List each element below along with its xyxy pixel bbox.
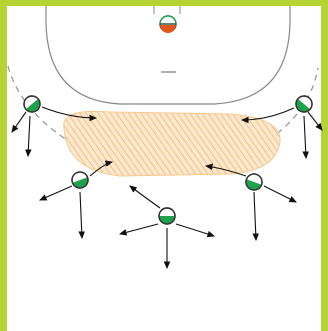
player-center-back-green-half	[159, 216, 175, 224]
arrow-left-back-in	[89, 160, 114, 177]
player-center-back-outline	[158, 207, 176, 225]
arrow-left-back-out	[38, 185, 73, 201]
player-right-wing-green-half	[296, 98, 311, 112]
player-left-back-icon	[71, 171, 89, 189]
player-goalkeeper-icon	[159, 15, 177, 33]
goal-area-arc	[45, 6, 291, 105]
arrow-right-wing-down	[302, 115, 309, 160]
frame-left	[0, 0, 7, 331]
arrow-center-back-right	[175, 223, 216, 238]
defense-zone	[63, 110, 281, 177]
player-right-back-green-half	[246, 179, 262, 190]
players-layer	[23, 15, 313, 225]
player-left-back-green-half	[72, 177, 88, 188]
player-left-wing-green-half	[25, 98, 40, 112]
goalkeeper-bottom-half	[160, 25, 176, 33]
arrow-left-wing-in	[41, 106, 98, 122]
arrow-right-wing-out	[307, 111, 323, 131]
arrow-left-wing-out	[11, 111, 27, 133]
player-left-wing-icon	[23, 95, 41, 113]
player-left-back-outline	[71, 171, 89, 189]
player-right-wing-icon	[295, 95, 313, 113]
frame-top	[0, 0, 328, 6]
arrow-left-wing-down	[25, 115, 32, 158]
arrow-center-back-left	[118, 223, 159, 236]
arrow-right-back-in	[204, 163, 247, 177]
movement-arrows	[11, 106, 323, 270]
arrow-center-back-up	[129, 185, 161, 209]
player-right-back-icon	[245, 173, 263, 191]
frame-right	[321, 0, 328, 331]
player-right-wing-outline	[295, 95, 313, 113]
player-left-wing-outline	[23, 95, 41, 113]
arrow-right-back-out	[263, 185, 297, 203]
arrow-right-back-down	[252, 191, 260, 242]
arrow-left-back-down	[78, 191, 86, 240]
player-right-back-outline	[245, 173, 263, 191]
goalkeeper-top-half	[159, 15, 177, 25]
player-center-back-icon	[158, 207, 176, 225]
arrow-right-wing-in	[240, 107, 295, 124]
